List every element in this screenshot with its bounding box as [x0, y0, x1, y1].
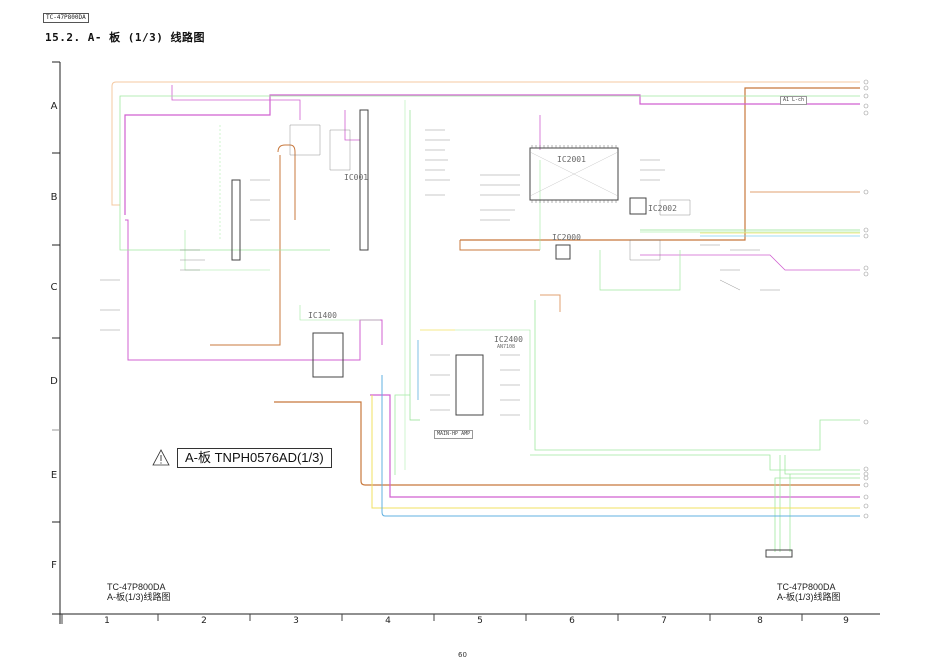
row-label-b: B: [50, 192, 58, 203]
ic2001-label: IC2001: [557, 155, 586, 164]
wire-peach: [111, 81, 860, 206]
section-title: 15.2. A- 板 (1/3) 线路图: [45, 31, 205, 44]
footer-right: TC-47P800DA A-板(1/3)线路图: [777, 582, 841, 602]
model-tag: TC-47P800DA: [43, 13, 89, 23]
wire-orange-bottom: [274, 401, 860, 486]
row-label-c: C: [50, 282, 58, 293]
col-label-1: 1: [104, 616, 110, 626]
warning-triangle-icon: [152, 449, 170, 466]
component-clutter: [100, 124, 780, 416]
row-label-f: F: [51, 560, 57, 571]
board-label: A-板 TNPH0576AD(1/3): [177, 448, 332, 468]
ic2000-body: [555, 244, 571, 260]
ic2001-pins: [529, 145, 619, 203]
footer-right-caption: A-板(1/3)线路图: [777, 592, 841, 602]
col-label-5: 5: [477, 616, 483, 626]
ic1400-body: [312, 332, 344, 378]
ic1400-label: IC1400: [308, 311, 337, 320]
ic2002-label: IC2002: [648, 204, 677, 213]
col-label-6: 6: [569, 616, 575, 626]
col-label-7: 7: [661, 616, 667, 626]
wire-magenta-left: [125, 219, 383, 361]
ic001-label: IC001: [344, 173, 369, 182]
row-label-a: A: [50, 101, 58, 112]
bottom-ruler-ticks: [61, 614, 803, 624]
amp-label: MAIN-HP AMP: [434, 430, 474, 439]
wire-orange-vert: [277, 144, 296, 220]
ic2400-part-label: AN7108: [497, 344, 516, 350]
page-number: 60: [458, 651, 467, 659]
right-terminals: [863, 79, 869, 519]
row-label-e: E: [50, 470, 58, 481]
left-ruler-ticks: [52, 61, 60, 615]
wire-green-top: [119, 95, 860, 251]
right-box-label: A1 L-ch: [780, 96, 808, 105]
col-label-9: 9: [843, 616, 849, 626]
ic2001-body: [529, 147, 619, 201]
col-label-3: 3: [293, 616, 299, 626]
wire-magenta-bottom: [370, 394, 860, 498]
footer-left: TC-47P800DA A-板(1/3)线路图: [107, 582, 171, 602]
ic2000-label: IC2000: [552, 233, 581, 242]
footer-left-model: TC-47P800DA: [107, 582, 166, 592]
wire-blue: [381, 375, 860, 517]
wire-orange-top: [460, 87, 860, 241]
row-label-d: D: [50, 376, 58, 387]
footer-left-caption: A-板(1/3)线路图: [107, 592, 171, 602]
col-label-4: 4: [385, 616, 391, 626]
col-label-2: 2: [201, 616, 207, 626]
ic2400-body: [455, 354, 484, 416]
ic2002-body: [629, 197, 647, 215]
footer-right-model: TC-47P800DA: [777, 582, 836, 592]
col-label-8: 8: [757, 616, 763, 626]
wire-magenta-top: [124, 94, 860, 215]
wire-yellow: [371, 395, 860, 509]
ic2400-label: IC2400: [494, 335, 523, 344]
